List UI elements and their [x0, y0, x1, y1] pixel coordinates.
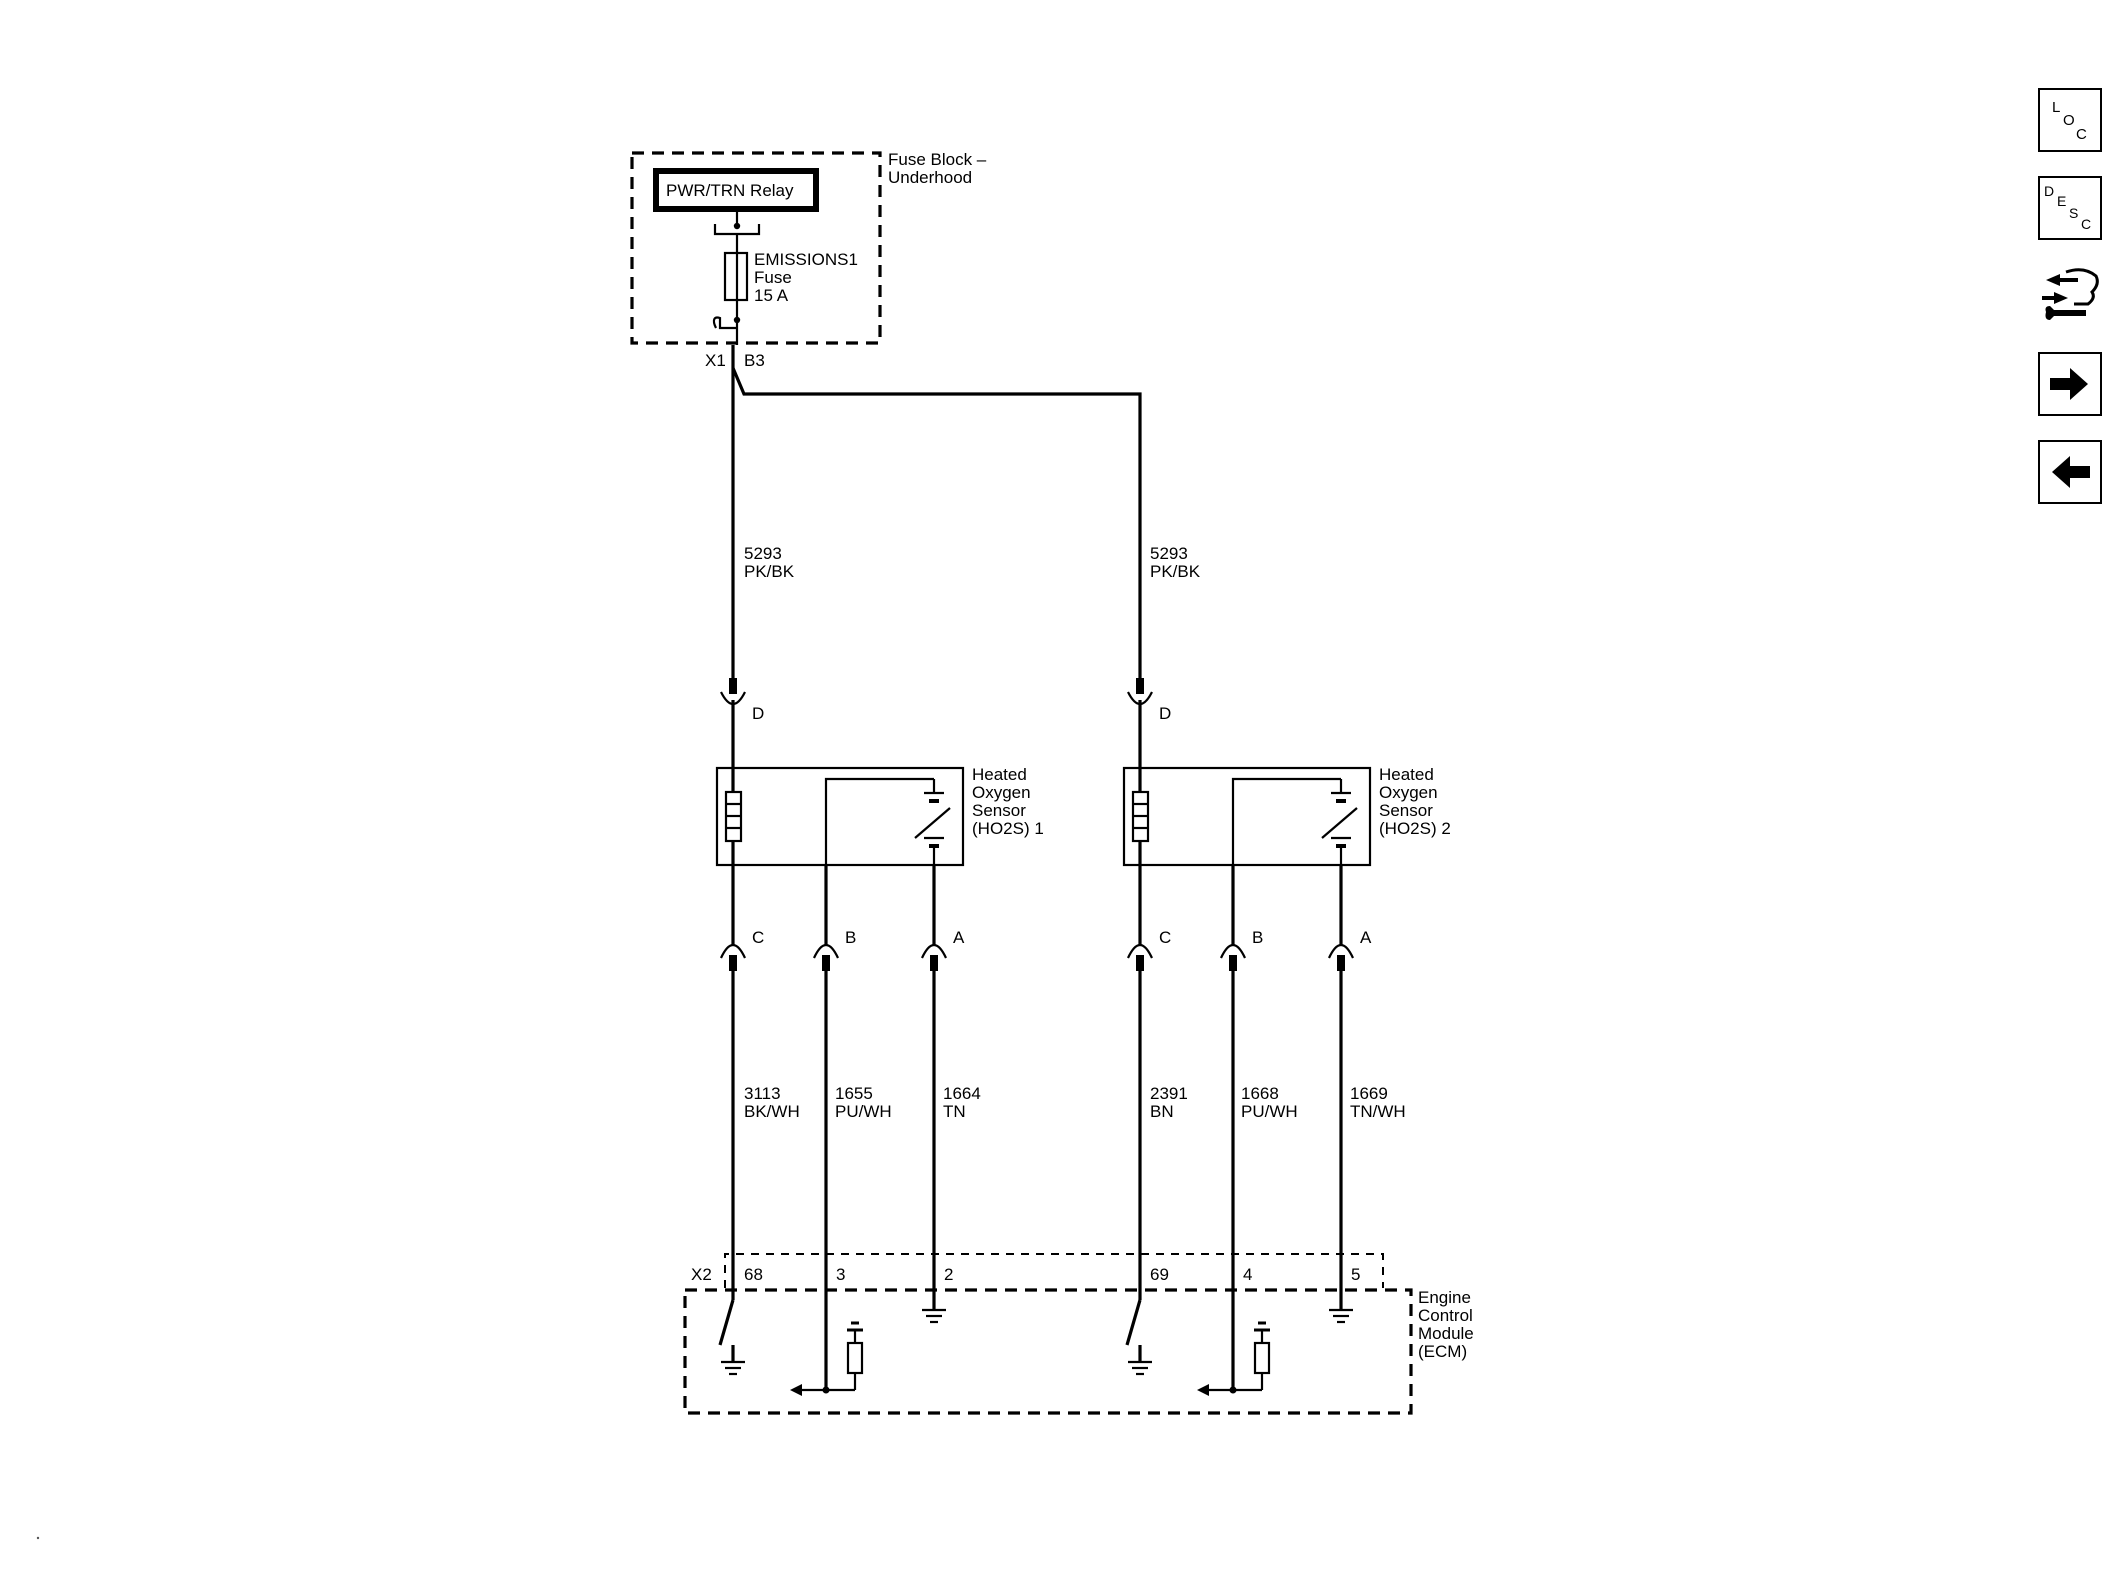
sensor-2-pin-c-label: C [1159, 928, 1171, 947]
ecm-input-arrow-1-icon [790, 1384, 802, 1396]
sensor-1-wire-b-circuit: 1655 [835, 1084, 873, 1103]
sensor-2-wire-a-circuit: 1669 [1350, 1084, 1388, 1103]
fuse-block-label-line1: Fuse Block – [888, 150, 987, 169]
sensor-2-pin-c-socket [1127, 943, 1153, 959]
feed-wire-2 [731, 367, 1142, 680]
x2-connector-label: X2 [691, 1265, 712, 1284]
arrow-right-icon [2050, 368, 2088, 400]
sensor-1-pin-c-label: C [752, 928, 764, 947]
feed-wire-1-circuit: 5293 [744, 544, 782, 563]
feed-wire-2-circuit: 5293 [1150, 544, 1188, 563]
sensor-2-box [1122, 766, 1372, 867]
loc-letter-c: C [2076, 126, 2087, 143]
fuse-block: Fuse Block – Underhood PWR/TRN Relay EMI… [630, 150, 987, 370]
sensor-1-wire-a-circuit: 1664 [943, 1084, 981, 1103]
ecm-pin-2: 2 [944, 1265, 953, 1284]
ecm-switch-2-icon [1125, 1299, 1142, 1346]
sensor-1-pin-c-socket [720, 943, 746, 959]
feed-wire-2-color: PK/BK [1150, 562, 1201, 581]
location-icon: L O C [2052, 99, 2087, 143]
sensor-1-pin-b-label: B [845, 928, 856, 947]
sensor-1-name-line3: Sensor [972, 801, 1026, 820]
next-page-button[interactable] [2038, 352, 2102, 416]
sensor-2-pin-a-socket [1328, 943, 1354, 959]
sensor-1: D Heated Oxygen Sensor (HO2S) 1 C B [715, 678, 1044, 1308]
fuse-label-line2: Fuse [754, 268, 792, 287]
desc-letter-d: D [2044, 183, 2054, 199]
sensor-1-pin-d-terminal [729, 678, 737, 694]
sensor-2-pin-d-label: D [1159, 704, 1171, 723]
ecm-resistor-1-icon [846, 1341, 864, 1375]
sensor-2-wire-c-circuit: 2391 [1150, 1084, 1188, 1103]
ecm: X2 68 3 2 69 4 5 Engine Control Module (… [683, 1253, 1474, 1415]
fuse-block-label-line2: Underhood [888, 168, 972, 187]
x1-connector-label: X1 [705, 351, 726, 370]
sensor-2-wire-b-circuit: 1668 [1241, 1084, 1279, 1103]
desc-letter-s: S [2069, 205, 2078, 221]
sensor-1-wire-b-color: PU/WH [835, 1102, 892, 1121]
sensor-1-pin-a-socket [921, 943, 947, 959]
x1-pin-label: B3 [744, 351, 765, 370]
ecm-pin-3: 3 [836, 1265, 845, 1284]
loc-letter-l: L [2052, 99, 2060, 116]
sensor-2-name-line4: (HO2S) 2 [1379, 819, 1451, 838]
sensor-2-pin-b-label: B [1252, 928, 1263, 947]
sensor-1-pin-d-label: D [752, 704, 764, 723]
sensor-2-name-line1: Heated [1379, 765, 1434, 784]
ecm-label-line1: Engine [1418, 1288, 1471, 1307]
description-icon: D E S C [2044, 183, 2091, 232]
x2-connector-outline [724, 1253, 1384, 1288]
sensor-2-pin-a-label: A [1360, 928, 1372, 947]
fuse-label-line3: 15 A [754, 286, 789, 305]
arrow-left-icon [2052, 456, 2090, 488]
sensor-2-wire-a-color: TN/WH [1350, 1102, 1406, 1121]
sensor-1-box [715, 766, 965, 867]
sensor-1-pin-a-label: A [953, 928, 965, 947]
ecm-label-line2: Control [1418, 1306, 1473, 1325]
ecm-pin-4: 4 [1243, 1265, 1252, 1284]
desc-letter-c: C [2081, 216, 2091, 232]
sensor-1-wire-a-color: TN [943, 1102, 966, 1121]
feed-wire-1-color: PK/BK [744, 562, 795, 581]
sensor-1-name-line1: Heated [972, 765, 1027, 784]
ecm-input-arrow-2-icon [1197, 1384, 1209, 1396]
sensor-2-pin-b-socket [1220, 943, 1246, 959]
ecm-resistor-2-icon [1253, 1341, 1271, 1375]
sensor-1-name-line2: Oxygen [972, 783, 1031, 802]
ecm-label-line3: Module [1418, 1324, 1474, 1343]
fuse-block-outline [630, 151, 882, 345]
sensor-1-wire-c-color: BK/WH [744, 1102, 800, 1121]
previous-page-button[interactable] [2038, 440, 2102, 504]
ecm-pin-5: 5 [1351, 1265, 1360, 1284]
description-button[interactable]: D E S C [2038, 176, 2102, 240]
desc-letter-e: E [2057, 193, 2066, 209]
ecm-label-line4: (ECM) [1418, 1342, 1467, 1361]
fuse-label-line1: EMISSIONS1 [754, 250, 858, 269]
ecm-switch-1-icon [718, 1299, 735, 1346]
relay-label: PWR/TRN Relay [666, 181, 794, 200]
toolbar: L O C D E S C [2038, 88, 2106, 528]
sensor-1-name-line4: (HO2S) 1 [972, 819, 1044, 838]
ecm-pin-68: 68 [744, 1265, 763, 1284]
ecm-outline [683, 1288, 1413, 1415]
sensor-2-name-line2: Oxygen [1379, 783, 1438, 802]
feed-wires: 5293 PK/BK 5293 PK/BK [731, 345, 1201, 680]
connector-repair-button[interactable] [2038, 264, 2102, 328]
stray-dot [36, 1536, 40, 1540]
sensor-1-pin-b-socket [813, 943, 839, 959]
connector-repair-icon [2042, 268, 2099, 320]
sensor-2-name-line3: Sensor [1379, 801, 1433, 820]
loc-letter-o: O [2063, 112, 2075, 129]
sensor-1-wire-c-circuit: 3113 [744, 1084, 781, 1103]
sensor-2-wire-c-color: BN [1150, 1102, 1174, 1121]
location-button[interactable]: L O C [2038, 88, 2102, 152]
sensor-2-wire-b-color: PU/WH [1241, 1102, 1298, 1121]
sensor-2: D Heated Oxygen Sensor (HO2S) 2 C B A [1122, 678, 1451, 1308]
ecm-pin-69: 69 [1150, 1265, 1169, 1284]
